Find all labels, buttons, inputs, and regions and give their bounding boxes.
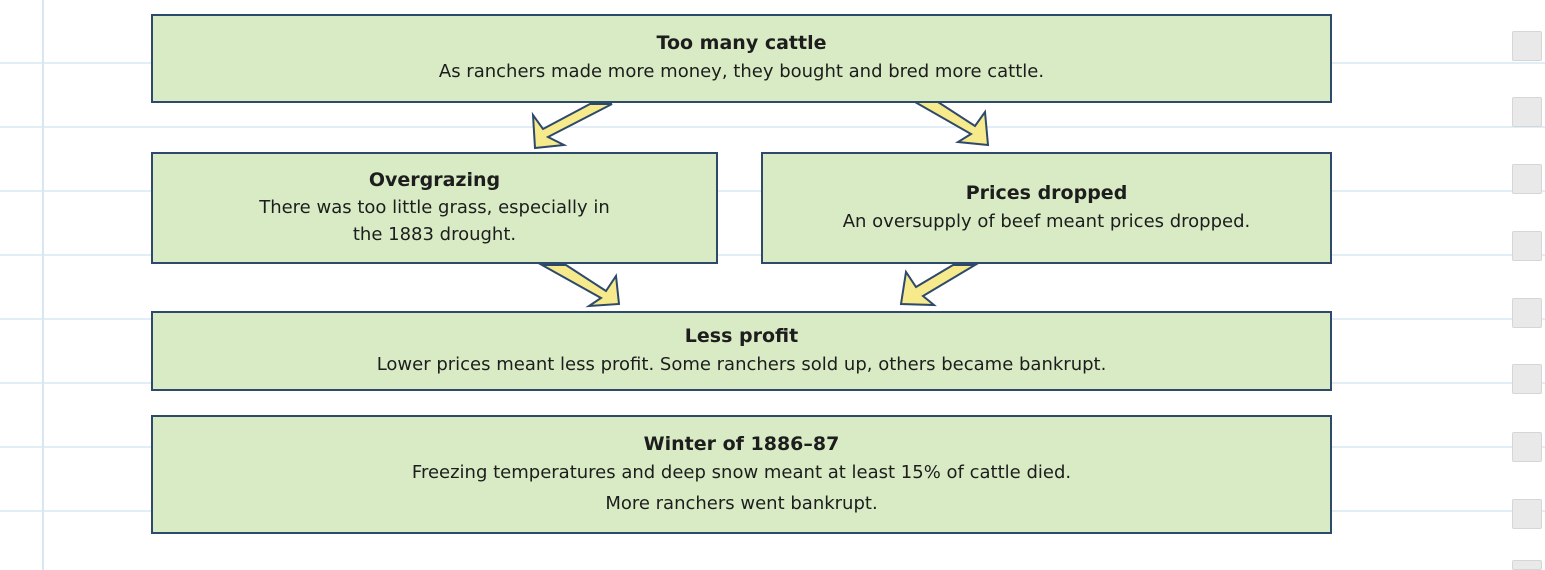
box-prices-dropped: Prices dropped An oversupply of beef mea… bbox=[761, 152, 1332, 264]
box-title: Overgrazing bbox=[368, 168, 501, 191]
checkbox[interactable] bbox=[1512, 164, 1542, 194]
box-winter-1886-87: Winter of 1886–87 Freezing temperatures … bbox=[151, 415, 1332, 534]
box-title: Prices dropped bbox=[965, 181, 1128, 204]
checkbox[interactable] bbox=[1512, 31, 1542, 61]
box-too-many-cattle: Too many cattle As ranchers made more mo… bbox=[151, 14, 1332, 103]
box-title: Less profit bbox=[684, 324, 799, 347]
box-description: Lower prices meant less profit. Some ran… bbox=[376, 353, 1107, 375]
checkbox[interactable] bbox=[1512, 499, 1542, 529]
arrow-too-many-to-prices-icon bbox=[911, 101, 990, 147]
box-description-line-2: More ranchers went bankrupt. bbox=[605, 492, 878, 514]
box-title: Too many cattle bbox=[656, 32, 827, 54]
box-less-profit: Less profit Lower prices meant less prof… bbox=[151, 311, 1332, 391]
box-description: As ranchers made more money, they bought… bbox=[438, 61, 1045, 82]
box-description-line-2: the 1883 drought. bbox=[352, 223, 517, 245]
arrow-prices-to-less-profit-icon bbox=[899, 264, 979, 307]
box-overgrazing: Overgrazing There was too little grass, … bbox=[151, 152, 718, 264]
checkbox[interactable] bbox=[1512, 231, 1542, 261]
box-description-line-1: There was too little grass, especially i… bbox=[259, 196, 610, 218]
arrow-overgrazing-to-less-profit-icon bbox=[538, 264, 621, 308]
box-description: An oversupply of beef meant prices dropp… bbox=[842, 210, 1251, 232]
checkbox[interactable] bbox=[1512, 97, 1542, 127]
checkbox[interactable] bbox=[1512, 432, 1542, 462]
checkbox[interactable] bbox=[1512, 298, 1542, 328]
arrow-too-many-to-overgrazing-icon bbox=[531, 103, 613, 150]
checkbox[interactable] bbox=[1512, 364, 1542, 394]
checkbox[interactable] bbox=[1512, 560, 1542, 570]
box-title: Winter of 1886–87 bbox=[643, 432, 840, 455]
box-description-line-1: Freezing temperatures and deep snow mean… bbox=[411, 461, 1072, 483]
